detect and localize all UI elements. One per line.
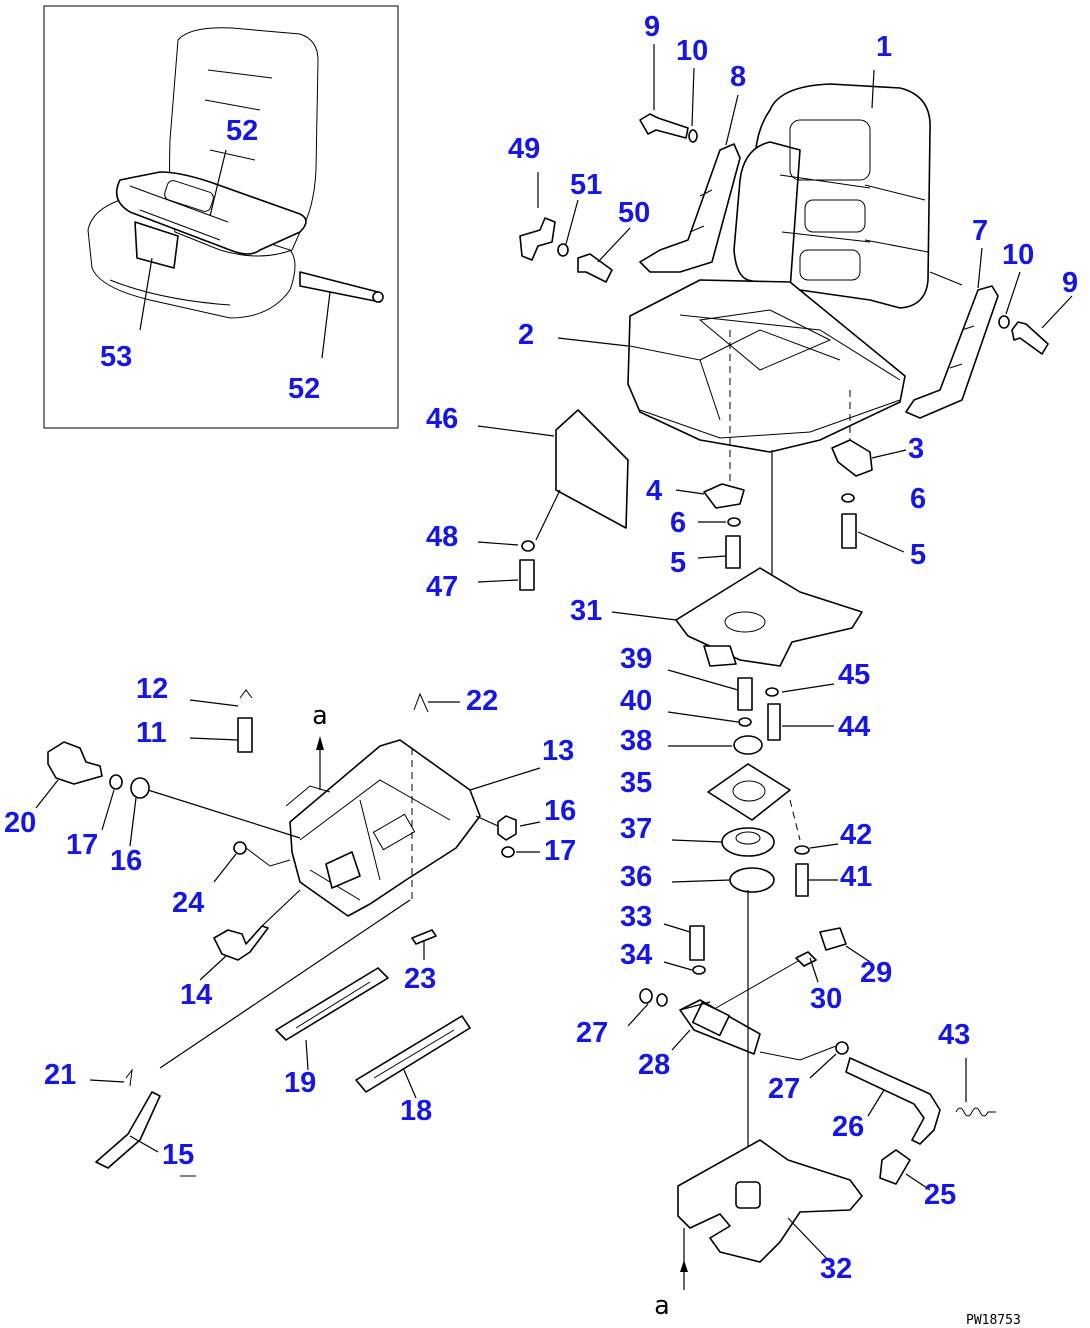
callout-32: 32 (820, 1253, 852, 1285)
plate-31 (611, 567, 863, 667)
bolt-33 (663, 923, 706, 975)
callout-11: 11 (136, 717, 167, 749)
callout-10a: 10 (676, 35, 708, 67)
callout-31: 31 (570, 595, 602, 627)
callout-52a: 52 (226, 115, 258, 147)
callout-12: 12 (136, 673, 168, 705)
callout-14: 14 (180, 979, 212, 1011)
callout-33: 33 (620, 901, 652, 933)
bolts-top (639, 44, 1073, 355)
callout-4: 4 (646, 475, 662, 507)
ref-mark-bottom: a (654, 1291, 670, 1321)
callout-39: 39 (620, 643, 652, 675)
callout-52b: 52 (288, 373, 320, 405)
callout-25: 25 (924, 1179, 956, 1211)
callout-26: 26 (832, 1111, 864, 1143)
callout-34: 34 (620, 939, 652, 971)
callout-6b: 6 (670, 507, 686, 539)
bracket-3 (831, 390, 907, 553)
cover-46 (477, 409, 629, 591)
callout-48: 48 (426, 521, 458, 553)
seat-back (733, 69, 963, 309)
callout-51: 51 (570, 169, 602, 201)
knob-20 (35, 741, 301, 847)
lever-assembly (627, 927, 996, 1191)
callout-9b: 9 (1062, 267, 1078, 299)
callout-17a: 17 (66, 829, 98, 861)
callout-27a: 27 (576, 1017, 608, 1049)
callout-23: 23 (404, 963, 436, 995)
ref-mark-top: a (312, 701, 328, 731)
callout-10b: 10 (1002, 239, 1034, 271)
callout-13: 13 (542, 735, 574, 767)
callout-49: 49 (508, 133, 540, 165)
callout-45: 45 (838, 659, 870, 691)
callout-6a: 6 (910, 483, 926, 515)
callout-5b: 5 (910, 539, 926, 571)
callout-44: 44 (838, 711, 870, 743)
nut-16 (475, 815, 541, 858)
callout-53: 53 (100, 341, 132, 373)
callout-22: 22 (466, 685, 498, 717)
base-plate-32 (677, 890, 863, 1290)
back-brackets (639, 94, 999, 419)
callout-42: 42 (840, 819, 872, 851)
bolt-11 (189, 689, 253, 753)
callout-16a: 16 (110, 845, 142, 877)
callout-20: 20 (4, 807, 36, 839)
callout-17b: 17 (544, 835, 576, 867)
callout-27b: 27 (768, 1073, 800, 1105)
callout-29: 29 (860, 957, 892, 989)
callout-36: 36 (620, 861, 652, 893)
small-parts-left (199, 692, 460, 981)
callout-7: 7 (972, 215, 988, 247)
callout-24: 24 (172, 887, 204, 919)
callout-50: 50 (618, 197, 650, 229)
callout-15: 15 (162, 1139, 194, 1171)
callout-19: 19 (284, 1067, 316, 1099)
callout-47: 47 (426, 571, 458, 603)
inset-detail (43, 5, 399, 429)
callout-43: 43 (938, 1019, 970, 1051)
seat-cushion (557, 279, 906, 650)
bracket-4 (675, 483, 745, 569)
callout-38: 38 (620, 725, 652, 757)
swivel-stack (667, 669, 839, 897)
callout-9a: 9 (644, 11, 660, 43)
callout-30: 30 (810, 983, 842, 1015)
callout-46: 46 (426, 403, 458, 435)
callout-28: 28 (638, 1049, 670, 1081)
callout-3: 3 (908, 433, 924, 465)
suspension-assembly (159, 736, 541, 1069)
callout-21: 21 (44, 1059, 76, 1091)
callout-16b: 16 (544, 795, 576, 827)
callout-labels: 1 2 3 4 5 5 6 6 7 8 9 9 10 10 11 12 13 1… (4, 11, 1078, 1285)
callout-37: 37 (620, 813, 652, 845)
callout-41: 41 (840, 861, 872, 893)
callout-18: 18 (400, 1095, 432, 1127)
drawing-code: PW18753 (966, 1313, 1021, 1328)
callout-1: 1 (876, 31, 892, 63)
callout-35: 35 (620, 767, 652, 799)
callout-5a: 5 (670, 547, 686, 579)
bracket-49 (519, 172, 631, 283)
slide-rails (275, 967, 471, 1099)
lever-15 (89, 1068, 196, 1177)
callout-2: 2 (518, 319, 534, 351)
callout-8: 8 (730, 61, 746, 93)
callout-40: 40 (620, 685, 652, 717)
